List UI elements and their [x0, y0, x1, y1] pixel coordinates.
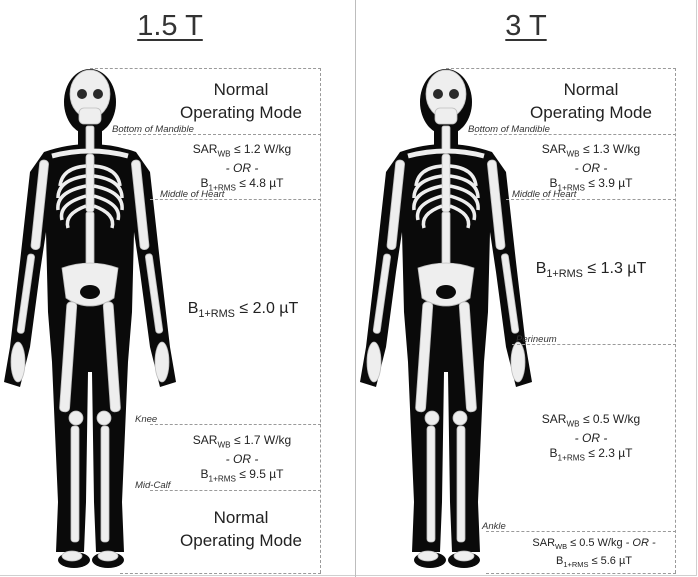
zone-feet-line1: Normal: [166, 506, 316, 529]
zone-calf-b1: B1+RMS ≤ 9.5 µT: [172, 467, 312, 486]
top-line: [90, 68, 321, 69]
zone-calf-or: - OR -: [172, 452, 312, 467]
ankle-line: [486, 531, 676, 532]
midcalf-line: [150, 490, 321, 491]
zone-legs: SARWB ≤ 0.5 W/kg - OR - B1+RMS ≤ 2.3 µT: [521, 412, 661, 466]
zone-chest-b1: B1+RMS ≤ 4.8 µT: [172, 176, 312, 195]
zone-feet-b1: B1+RMS ≤ 5.6 µT: [516, 554, 672, 572]
panel-title: 1.5 T: [0, 10, 340, 43]
landmark-mandible: Bottom of Mandible: [112, 124, 194, 135]
skeleton-figure: [356, 62, 536, 574]
zone-chest: SARWB ≤ 1.2 W/kg - OR - B1+RMS ≤ 4.8 µT: [172, 142, 312, 196]
zone-legs-sar: SARWB ≤ 0.5 W/kg: [521, 412, 661, 431]
zone-chest-or: - OR -: [172, 161, 312, 176]
landmark-ankle: Ankle: [482, 521, 506, 532]
zone-chest-b1: B1+RMS ≤ 3.9 µT: [521, 176, 661, 195]
panel-3t: 3 T: [356, 0, 696, 577]
zone-feet-line2: Operating Mode: [166, 529, 316, 552]
zone-head-line2: Operating Mode: [166, 101, 316, 124]
zone-head: Normal Operating Mode: [516, 78, 666, 124]
landmark-knee: Knee: [135, 414, 157, 425]
zone-torso: B1+RMS ≤ 2.0 µT: [168, 300, 318, 320]
zone-torso: B1+RMS ≤ 1.3 µT: [516, 260, 666, 280]
panel-1-5t: 1.5 T: [0, 0, 340, 577]
right-guide: [320, 68, 321, 573]
top-line: [446, 68, 676, 69]
zone-head-line1: Normal: [166, 78, 316, 101]
skeleton-figure: [0, 62, 180, 574]
zone-feet-sar: SARWB ≤ 0.5 W/kg - OR -: [516, 536, 672, 554]
zone-head: Normal Operating Mode: [166, 78, 316, 124]
panel-title: 3 T: [356, 10, 696, 43]
zone-legs-or: - OR -: [521, 431, 661, 446]
zone-feet: SARWB ≤ 0.5 W/kg - OR - B1+RMS ≤ 5.6 µT: [516, 536, 672, 572]
zone-head-line2: Operating Mode: [516, 101, 666, 124]
landmark-midcalf: Mid-Calf: [135, 480, 170, 491]
zone-chest-sar: SARWB ≤ 1.3 W/kg: [521, 142, 661, 161]
zone-chest-sar: SARWB ≤ 1.2 W/kg: [172, 142, 312, 161]
right-guide: [675, 68, 676, 573]
landmark-mandible: Bottom of Mandible: [468, 124, 550, 135]
zone-calf-sar: SARWB ≤ 1.7 W/kg: [172, 433, 312, 452]
zone-chest-or: - OR -: [521, 161, 661, 176]
landmark-perineum: Perineum: [516, 334, 557, 345]
zone-feet: Normal Operating Mode: [166, 506, 316, 552]
bottom-line: [486, 573, 676, 574]
bottom-line: [120, 573, 321, 574]
zone-calf: SARWB ≤ 1.7 W/kg - OR - B1+RMS ≤ 9.5 µT: [172, 433, 312, 487]
zone-legs-b1: B1+RMS ≤ 2.3 µT: [521, 446, 661, 465]
zone-head-line1: Normal: [516, 78, 666, 101]
knee-line: [150, 424, 321, 425]
zone-chest: SARWB ≤ 1.3 W/kg - OR - B1+RMS ≤ 3.9 µT: [521, 142, 661, 196]
